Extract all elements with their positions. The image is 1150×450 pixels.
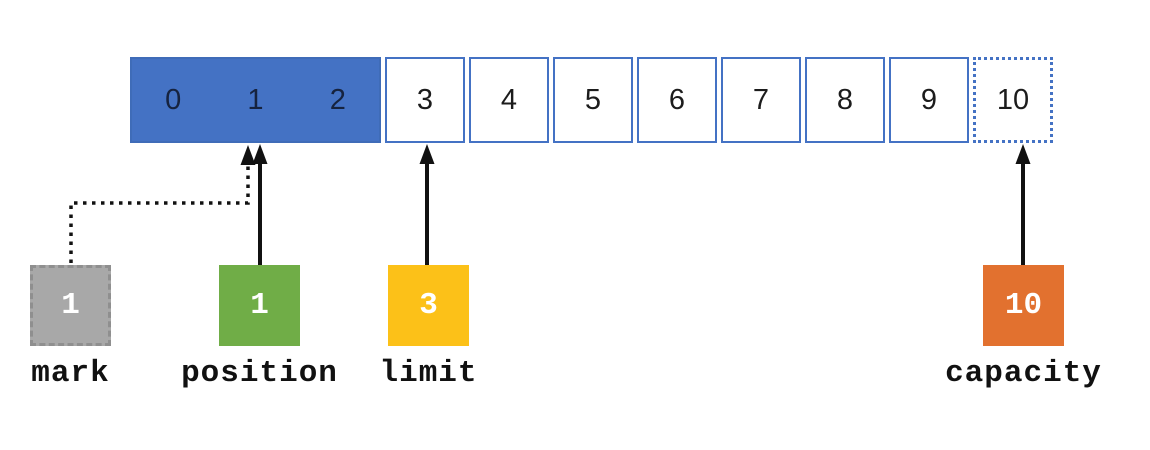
limit-box: 3 bbox=[388, 265, 469, 346]
buffer-cell-9: 9 bbox=[889, 57, 969, 143]
limit-value: 3 bbox=[419, 288, 438, 323]
buffer-cell-6: 6 bbox=[637, 57, 717, 143]
capacity-arrow bbox=[1015, 144, 1031, 265]
position-value: 1 bbox=[250, 288, 269, 323]
position-label: position bbox=[181, 356, 338, 391]
position-box: 1 bbox=[219, 265, 300, 346]
limit-label: limit bbox=[379, 356, 478, 391]
mark-arrow bbox=[69, 145, 256, 263]
buffer-cell-5: 5 bbox=[553, 57, 633, 143]
mark-box: 1 bbox=[30, 265, 111, 346]
buffer-cell-8: 8 bbox=[805, 57, 885, 143]
buffer-cell-4: 4 bbox=[469, 57, 549, 143]
buffer-cell-10: 10 bbox=[973, 57, 1053, 143]
buffer-cell-7: 7 bbox=[721, 57, 801, 143]
capacity-label: capacity bbox=[945, 356, 1102, 391]
capacity-value: 10 bbox=[1004, 288, 1043, 323]
capacity-box: 10 bbox=[983, 265, 1064, 346]
mark-value: 1 bbox=[61, 288, 80, 323]
buffer-array: 0 1 2 3 4 5 6 7 8 9 10 bbox=[130, 57, 1053, 143]
position-arrow bbox=[252, 144, 268, 265]
limit-arrow bbox=[419, 144, 435, 265]
buffer-cell-0: 0 bbox=[165, 84, 182, 116]
buffer-cell-3: 3 bbox=[385, 57, 465, 143]
mark-label: mark bbox=[31, 356, 110, 391]
buffer-cell-1: 1 bbox=[247, 84, 264, 116]
buffer-cell-2: 2 bbox=[329, 84, 346, 116]
buffer-filled-region: 0 1 2 bbox=[130, 57, 381, 143]
